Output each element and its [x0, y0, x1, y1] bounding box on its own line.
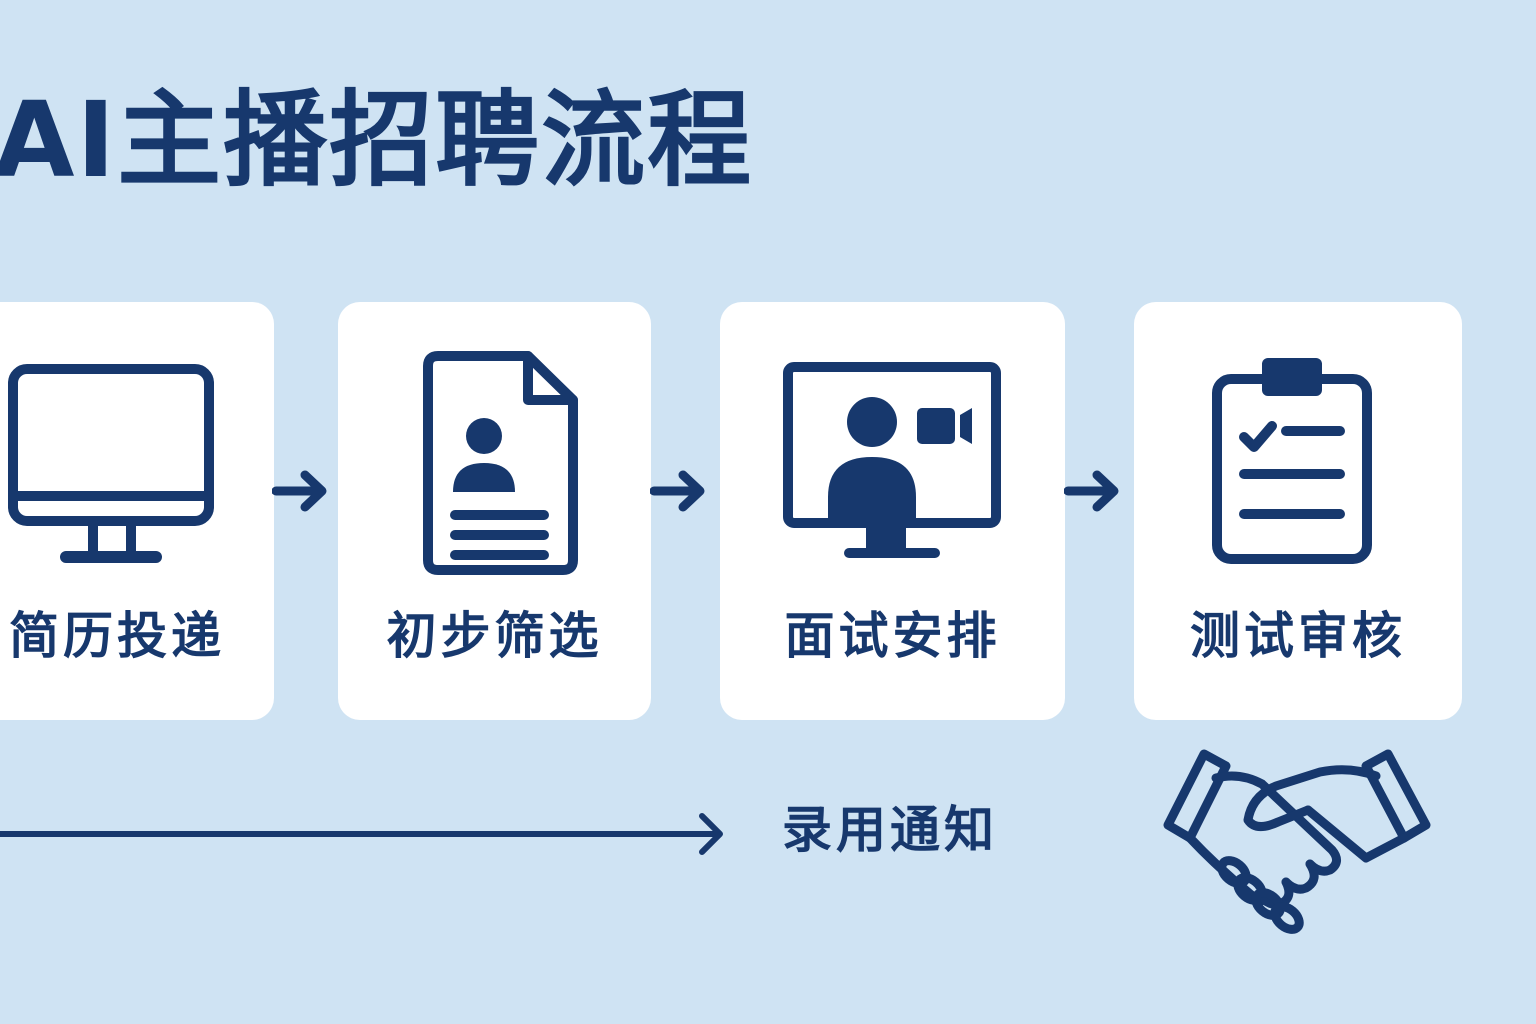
arrow-right-icon	[650, 470, 705, 512]
step-card-interview-scheduling: 面试安排	[720, 302, 1065, 720]
step-label: 面试安排	[784, 607, 1001, 665]
long-arrow-icon	[0, 813, 723, 855]
resume-document-icon	[338, 342, 651, 582]
step-label: 简历投递	[9, 607, 225, 665]
step-label: 初步筛选	[386, 607, 603, 665]
step-card-resume-submission: 简历投递	[0, 302, 274, 720]
page-title: AI主播招聘流程	[0, 79, 754, 201]
clipboard-checklist-icon	[1134, 342, 1462, 582]
arrow-right-icon	[272, 470, 327, 512]
handshake-icon	[1163, 749, 1431, 934]
video-call-icon	[720, 342, 1065, 582]
step-card-initial-screening: 初步筛选	[338, 302, 651, 720]
monitor-icon	[0, 342, 274, 582]
arrow-right-icon	[1064, 470, 1119, 512]
step-card-test-review: 测试审核	[1134, 302, 1462, 720]
final-step-label: 录用通知	[782, 801, 998, 859]
step-label: 测试审核	[1190, 607, 1406, 665]
